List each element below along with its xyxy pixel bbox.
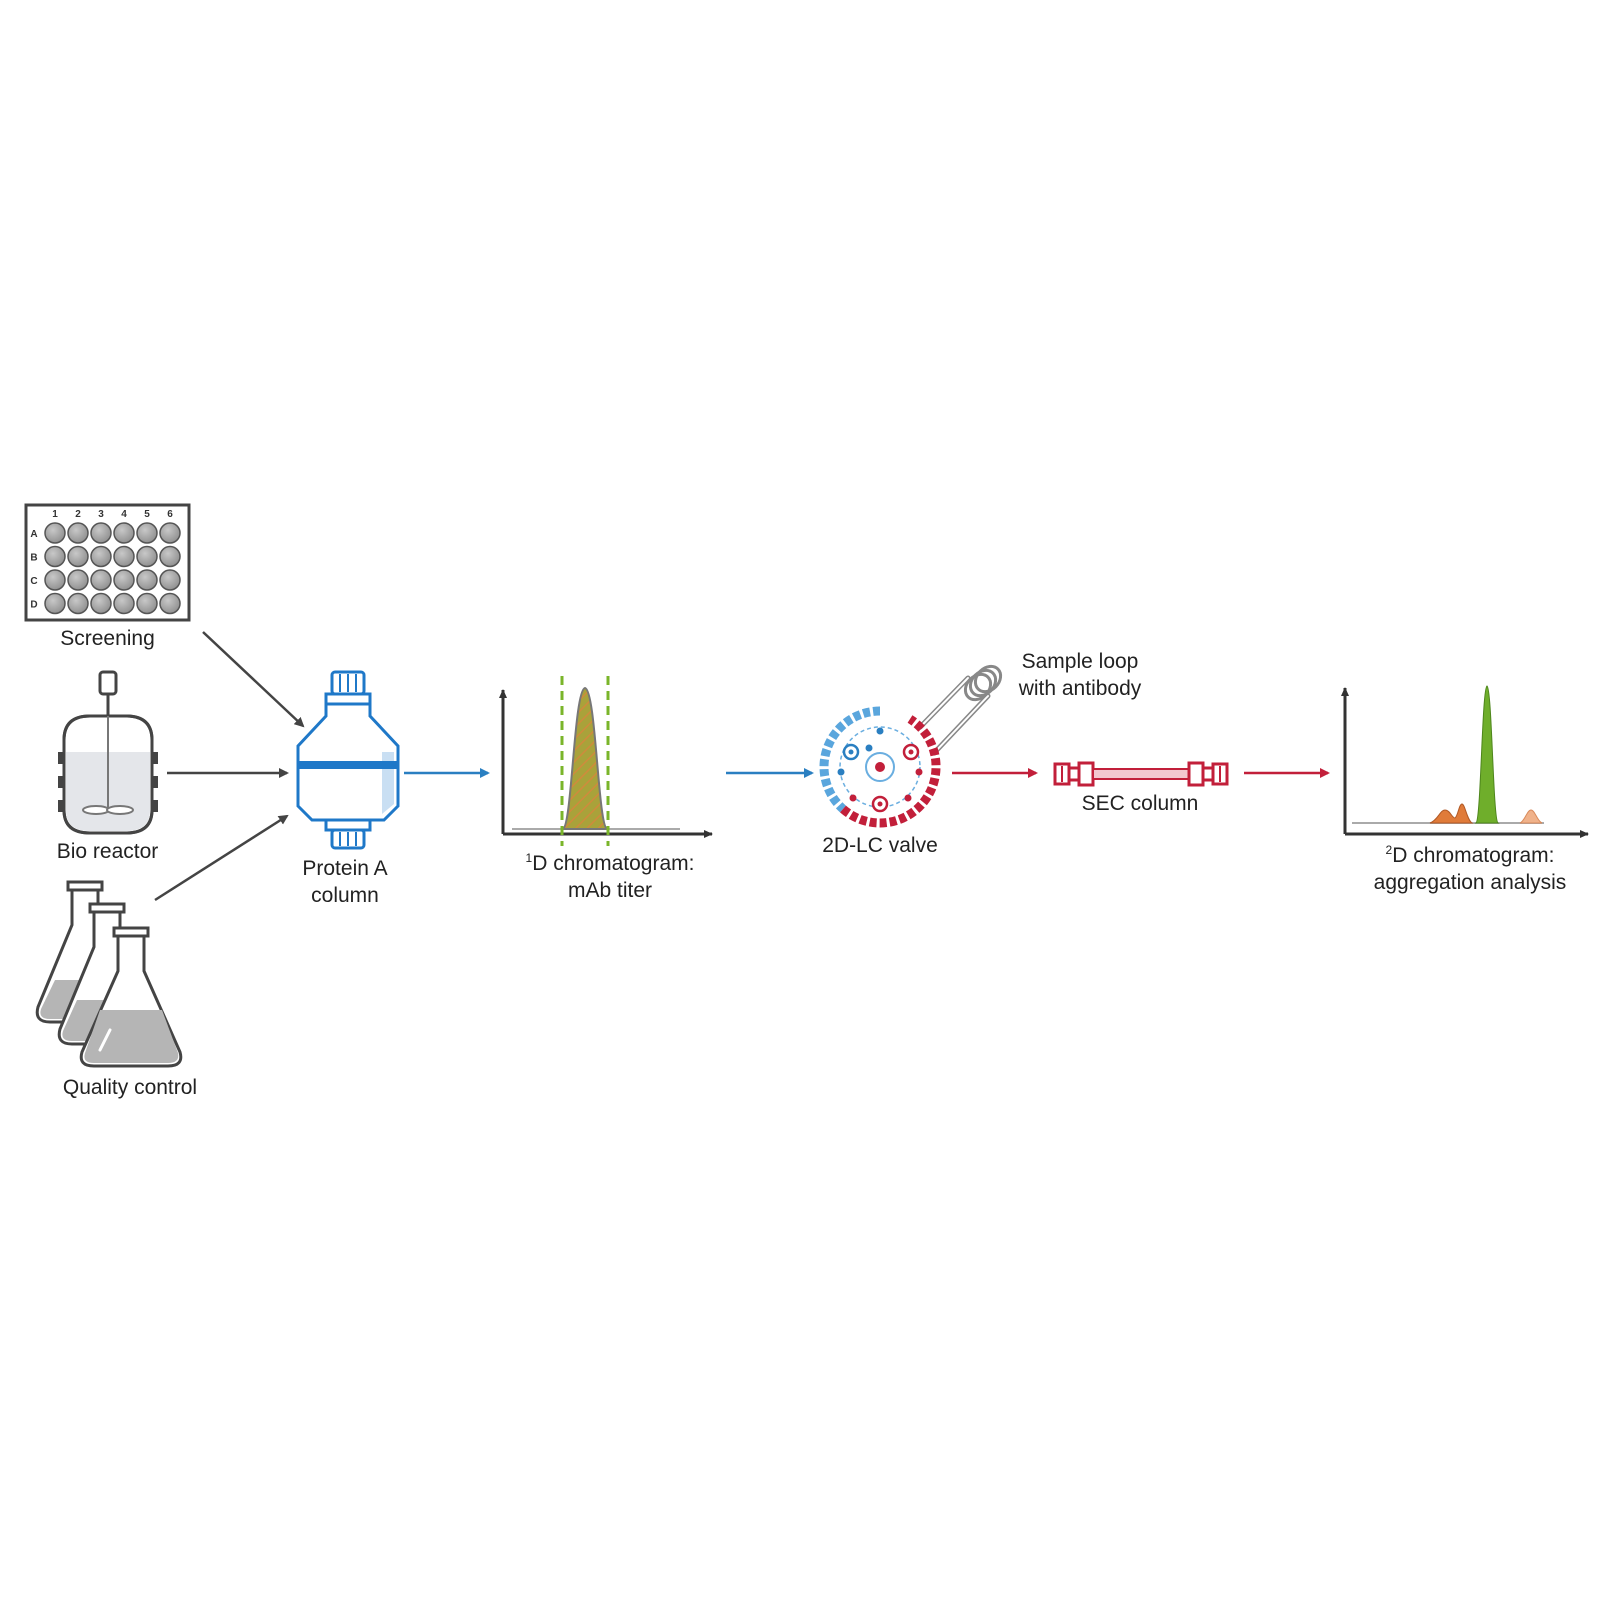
plate-well <box>90 545 112 568</box>
flasks-icon <box>35 880 183 1068</box>
label-chrom1-sup: 1 <box>525 851 533 865</box>
plate-well <box>90 592 112 615</box>
plate-well <box>136 569 158 591</box>
plate-well <box>44 569 66 591</box>
label-protein-a-line1: Protein A <box>302 857 388 880</box>
chromatogram-2d-icon <box>1341 685 1589 838</box>
plate-well <box>113 545 135 568</box>
plate-well <box>113 569 135 591</box>
label-loop-line2: with antibody <box>1018 677 1142 700</box>
protein-a-column-icon <box>296 670 400 850</box>
plate-row-label: A <box>30 529 37 540</box>
label-chromatogram-1d: 1D chromatogram: mAb titer <box>500 850 720 904</box>
plate-wells <box>44 522 181 615</box>
plate-well <box>113 592 135 615</box>
plate-column-label: 6 <box>167 509 173 520</box>
plate-well <box>44 545 66 568</box>
plate-well <box>90 522 112 544</box>
plate-row-label: D <box>30 600 37 611</box>
label-quality-control: Quality control <box>62 1076 198 1099</box>
arrow-qc-to-column <box>154 814 289 902</box>
plate-column-label: 4 <box>121 509 127 520</box>
plate-well <box>44 592 66 615</box>
plate-column-labels: 1 2 3 4 5 6 <box>52 509 173 520</box>
plate-column-label: 1 <box>52 509 58 520</box>
plate-well <box>67 592 89 615</box>
label-sec-column: SEC column <box>1081 792 1199 815</box>
plate-well <box>159 522 181 544</box>
label-chrom1-line2: mAb titer <box>567 879 653 902</box>
plate-well <box>136 522 158 544</box>
label-protein-a-line2: column <box>311 884 379 907</box>
plate-well <box>67 569 89 591</box>
plate-column-label: 2 <box>75 509 81 520</box>
plate-well <box>136 545 158 568</box>
plate-well <box>67 545 89 568</box>
plate-well <box>90 569 112 591</box>
plate-well <box>67 522 89 544</box>
label-sample-loop: Sample loop with antibody <box>1000 648 1160 702</box>
label-chromatogram-2d: 2D chromatogram: aggregation analysis <box>1340 842 1600 896</box>
sec-column-icon <box>1053 761 1229 787</box>
label-valve: 2D-LC valve <box>822 834 938 857</box>
chromatogram-1d-icon <box>499 676 713 846</box>
arrow-screening-to-column <box>202 631 305 728</box>
label-chrom2-line2: aggregation analysis <box>1373 871 1567 894</box>
plate-row-labels: A B C D <box>30 529 37 611</box>
label-bioreactor: Bio reactor <box>56 840 159 863</box>
bioreactor-icon <box>58 670 158 835</box>
label-screening: Screening <box>60 627 155 650</box>
plate-well <box>113 522 135 544</box>
plate-row-label: B <box>30 553 37 564</box>
valve-icon <box>819 706 941 828</box>
plate-well <box>159 545 181 568</box>
label-chrom1-line1: D chromatogram: <box>532 852 695 875</box>
plate-row-label: C <box>30 576 37 587</box>
well-plate-icon: 1 2 3 4 5 6 A B C D <box>24 503 191 622</box>
label-chrom2-sup: 2 <box>1385 843 1393 857</box>
plate-column-label: 3 <box>98 509 104 520</box>
plate-well <box>159 592 181 615</box>
label-chrom2-line1: D chromatogram: <box>1392 844 1555 867</box>
label-loop-line1: Sample loop <box>1021 650 1139 673</box>
plate-well <box>159 569 181 591</box>
plate-well <box>44 522 66 544</box>
plate-well <box>136 592 158 615</box>
label-protein-a-column: Protein A column <box>280 855 410 909</box>
plate-column-label: 5 <box>144 509 150 520</box>
